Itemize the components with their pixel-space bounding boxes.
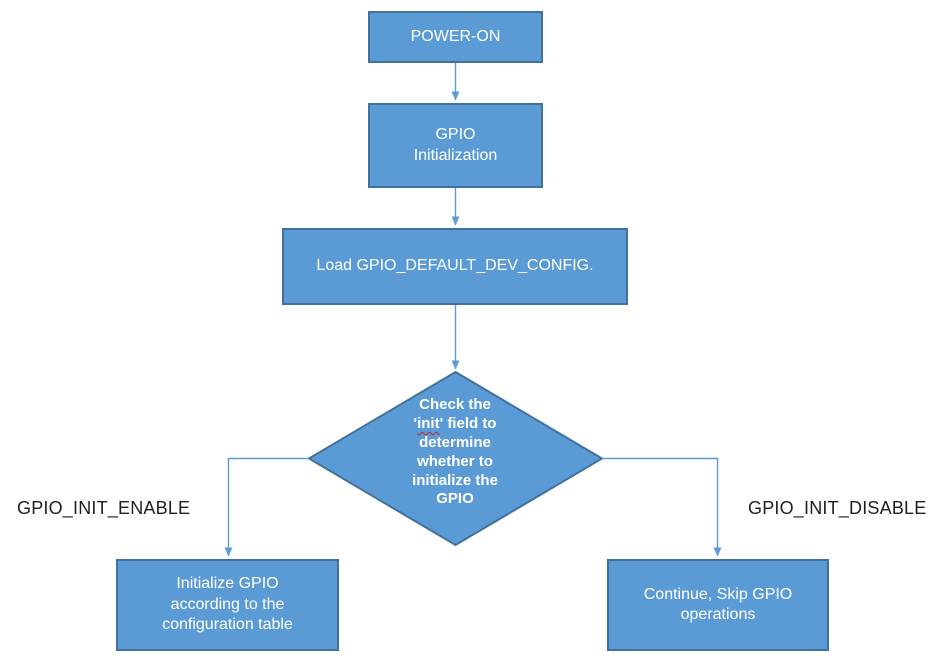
node-gpio-initialization: GPIO Initialization bbox=[368, 103, 543, 188]
decision-text-before: Check the ' bbox=[413, 396, 491, 432]
node-skip-gpio: Continue, Skip GPIO operations bbox=[607, 559, 829, 651]
node-load-default-config-label: Load GPIO_DEFAULT_DEV_CONFIG. bbox=[316, 257, 594, 275]
decision-text-misspelled-word: init bbox=[417, 414, 440, 432]
decision-diamond-shape bbox=[307, 370, 604, 547]
decision-text-after: ' field to determine whether to initiali… bbox=[412, 414, 498, 508]
branch-label-disable: GPIO_INIT_DISABLE bbox=[748, 498, 927, 518]
node-gpio-initialization-label: GPIO Initialization bbox=[413, 126, 498, 164]
node-power-on: POWER-ON bbox=[368, 11, 543, 63]
node-initialize-gpio: Initialize GPIO according to the configu… bbox=[116, 559, 339, 651]
node-skip-gpio-label: Continue, Skip GPIO operations bbox=[643, 585, 793, 623]
node-decision-label: Check the 'init' field to determine whet… bbox=[404, 396, 506, 509]
node-initialize-gpio-label: Initialize GPIO according to the configu… bbox=[162, 575, 293, 634]
connector-decision-to-initialize bbox=[224, 457, 309, 557]
branch-label-enable: GPIO_INIT_ENABLE bbox=[17, 498, 191, 518]
node-power-on-label: POWER-ON bbox=[410, 27, 501, 45]
node-load-default-config: Load GPIO_DEFAULT_DEV_CONFIG. bbox=[282, 228, 628, 305]
connector-decision-to-skip bbox=[602, 457, 722, 557]
